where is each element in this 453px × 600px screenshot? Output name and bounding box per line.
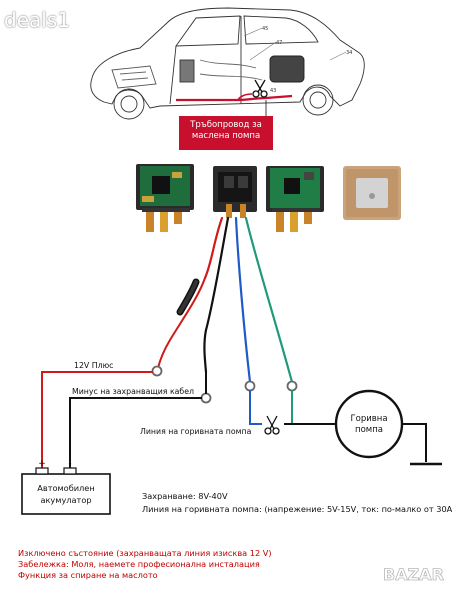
fuel-pump-label-1: Горивна: [350, 414, 387, 424]
ring-terminal-blue: [244, 380, 256, 392]
battery-minus-sign: -: [68, 459, 71, 469]
oil-pipe: [176, 93, 293, 102]
oil-pump-pipe-label-line1: Тръбопровод за: [190, 120, 262, 130]
svg-text:45: 45: [262, 26, 268, 32]
watermark-text: deals1: [4, 8, 70, 32]
fuel-pump-label-2: помпа: [355, 425, 383, 435]
gps-antenna: [343, 166, 401, 220]
ring-terminal-plus: [151, 365, 163, 377]
relay-module-1: [136, 164, 194, 232]
note-off-state: Изключено състояние (захранващата линия …: [18, 548, 272, 558]
oil-pump-pipe-label-line2: маслена помпа: [191, 131, 261, 141]
notes-block: Изключено състояние (захранващата линия …: [18, 548, 272, 581]
svg-text:47: 47: [276, 40, 282, 46]
relay-connector: [213, 166, 257, 218]
battery-wiring: [41, 371, 202, 468]
scissors-icon: [252, 79, 268, 98]
svg-text:34: 34: [346, 50, 352, 56]
ring-terminal-minus: [200, 372, 212, 404]
oil-pump-pipe-label: Тръбопровод за маслена помпа: [179, 116, 273, 150]
fuel-pump-wiring: [249, 390, 442, 466]
car-illustration: 45 47 34 43: [90, 7, 365, 120]
spec-fuel-line: Линия на горивната помпа: (напрежение: 5…: [142, 504, 453, 514]
spec-power: Захранване: 8V-40V: [142, 491, 228, 501]
note-installation: Забележка: Моля, наемете професионална и…: [18, 559, 260, 569]
bazar-logo: BAZAR: [383, 565, 445, 585]
note-oil-stop: Функция за спиране на маслото: [18, 570, 158, 580]
fuel-pump: Горивна помпа: [334, 389, 404, 459]
battery-label-2: акумулатор: [40, 495, 91, 505]
label-12v-plus: 12V Плюс: [74, 361, 113, 370]
battery-label-1: Автомобилен: [37, 483, 94, 493]
label-minus-cable: Минус на захранващия кабел: [72, 387, 194, 396]
car-battery: + - Автомобилен акумулатор: [21, 459, 111, 515]
bazar-logo-text: BAZAR: [383, 565, 444, 584]
label-fuel-line: Линия на горивната помпа: [140, 427, 252, 436]
specs-block: Захранване: 8V-40V Линия на горивната по…: [142, 490, 453, 516]
svg-text:43: 43: [270, 88, 276, 94]
wire-harness: [157, 216, 294, 384]
relay-module-2: [266, 166, 324, 232]
scissors-icon-fuel: [264, 415, 280, 435]
ring-terminal-green: [286, 380, 298, 392]
battery-plus-sign: +: [38, 459, 46, 469]
